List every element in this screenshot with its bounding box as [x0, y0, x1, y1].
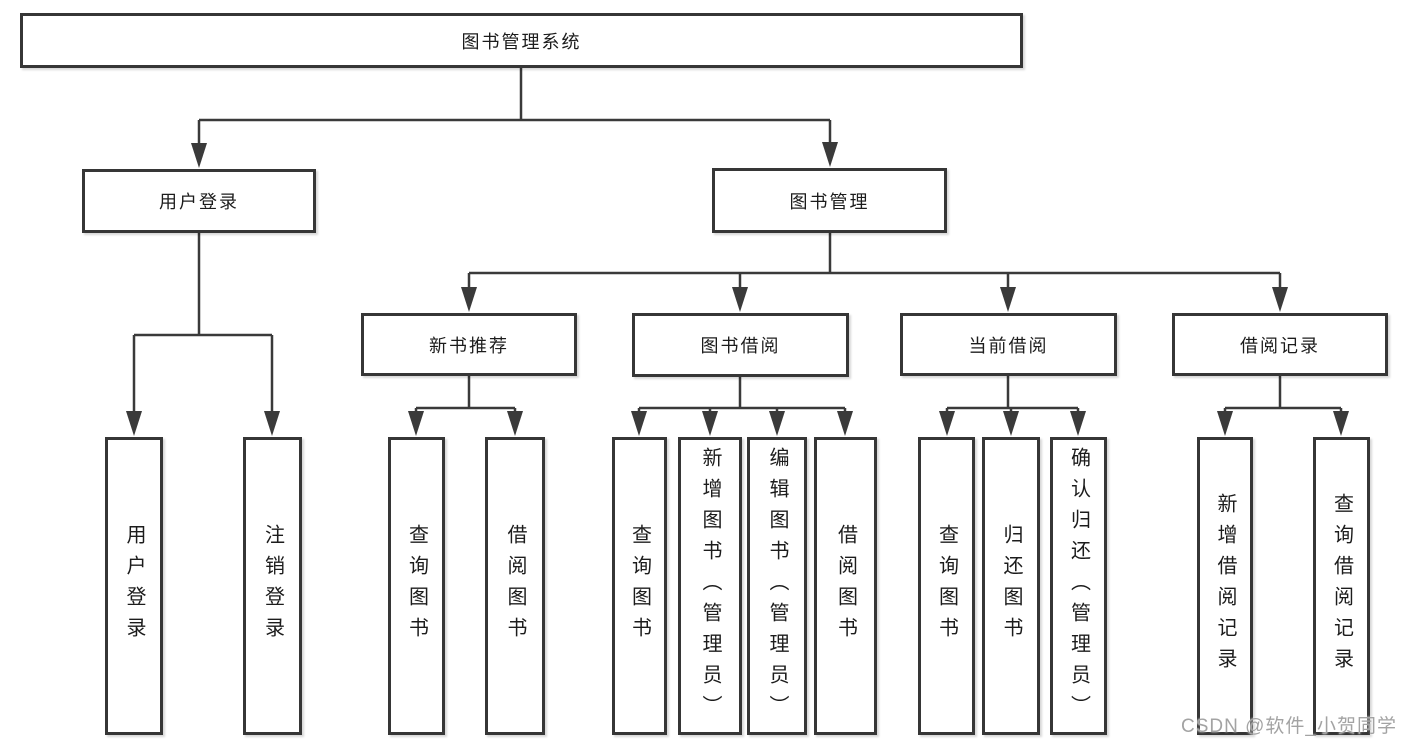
- connector-current-to-leaves: [939, 375, 1086, 436]
- leaf-return-books: 归还图书: [982, 437, 1040, 735]
- csdn-watermark: CSDN @软件_小贺同学: [1181, 716, 1397, 737]
- connector-user-login-to-leaves: [126, 232, 280, 436]
- node-library-management-system: 图书管理系统: [20, 13, 1023, 68]
- connector-borrow-to-leaves: [631, 377, 853, 436]
- leaf-query-books-borrowing: 查询图书: [612, 437, 667, 735]
- leaf-edit-books-admin: 编辑图书（管理员）: [747, 437, 807, 735]
- node-book-borrowing: 图书借阅: [632, 313, 849, 377]
- connector-records-to-leaves: [1217, 375, 1349, 436]
- connector-book-mgmt-to-level3: [461, 232, 1288, 312]
- leaf-user-login: 用户登录: [105, 437, 163, 735]
- connector-recommend-to-leaves: [408, 375, 523, 436]
- leaf-borrow-books-recommend: 借阅图书: [485, 437, 545, 735]
- leaf-logout: 注销登录: [243, 437, 302, 735]
- leaf-borrow-books: 借阅图书: [814, 437, 877, 735]
- node-current-borrowing: 当前借阅: [900, 313, 1117, 376]
- node-borrow-records: 借阅记录: [1172, 313, 1388, 376]
- leaf-add-borrow-record: 新增借阅记录: [1197, 437, 1253, 735]
- leaf-confirm-return-admin: 确认归还（管理员）: [1050, 437, 1107, 735]
- connector-root-to-level2: [191, 66, 838, 168]
- leaf-query-borrow-record: 查询借阅记录: [1313, 437, 1370, 735]
- leaf-query-books-current: 查询图书: [918, 437, 975, 735]
- leaf-add-books-admin: 新增图书（管理员）: [678, 437, 742, 735]
- node-user-login: 用户登录: [82, 169, 316, 233]
- node-new-book-recommend: 新书推荐: [361, 313, 577, 376]
- node-book-management: 图书管理: [712, 168, 947, 233]
- leaf-query-books-recommend: 查询图书: [388, 437, 445, 735]
